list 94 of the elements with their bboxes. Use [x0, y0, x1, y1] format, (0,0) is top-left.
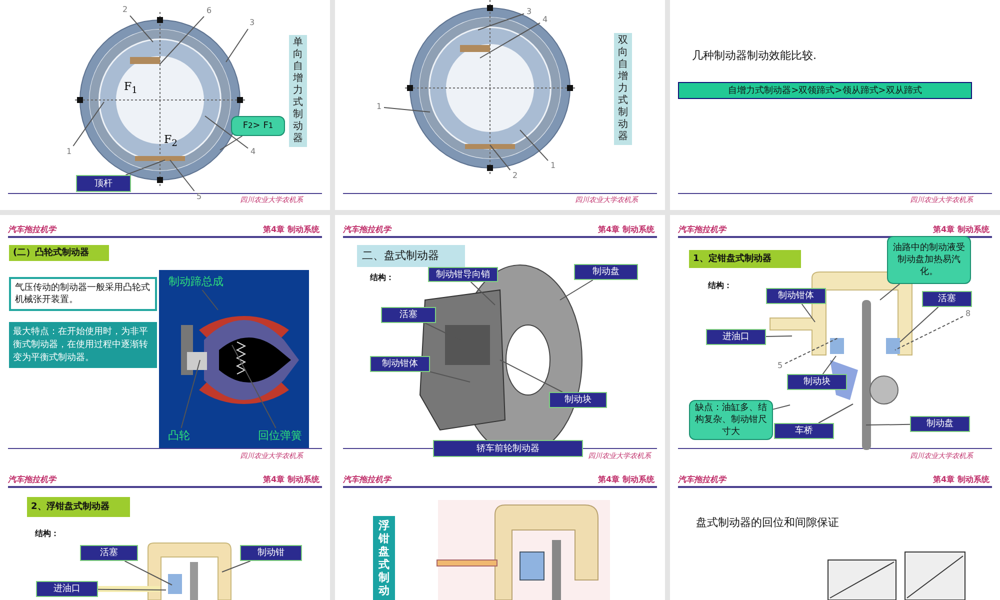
callout-number: 5: [775, 360, 785, 372]
slide-text: 几种制动器制动效能比较.: [692, 48, 816, 63]
part-label: 活塞: [80, 545, 138, 561]
callout-number: 6: [204, 5, 214, 17]
part-label: 制动钳体: [370, 356, 430, 372]
chapter-title: 第4章 制动系统: [263, 474, 320, 485]
structure-label: 结构：: [708, 280, 732, 291]
part-label: 制动钳: [240, 545, 302, 561]
leader-line: [72, 102, 104, 146]
section-heading: 1、定钳盘式制动器: [689, 250, 801, 268]
header-title: 汽车拖拉机学: [8, 224, 56, 235]
header-title: 汽车拖拉机学: [678, 224, 726, 235]
leader-line: [772, 404, 790, 410]
callout-number: 4: [540, 14, 550, 26]
leader-line: [170, 160, 195, 192]
callout-number: 3: [524, 6, 534, 18]
section-heading: (二）凸轮式制动器: [9, 245, 109, 261]
part-label: 进油口: [36, 581, 98, 597]
leader-line: [220, 136, 243, 150]
part-label: 制动蹄总成: [164, 274, 228, 290]
leader-line: [894, 316, 964, 350]
callout-number: 1: [548, 160, 558, 172]
leader-line: [490, 144, 511, 170]
leader-line: [384, 107, 430, 112]
callout-number: 4: [248, 146, 258, 158]
leader-line: [222, 560, 251, 572]
section-heading: 2、浮钳盘式制动器: [27, 497, 130, 517]
leader-line: [180, 360, 200, 428]
comparison-banner: 自增力式制动器>双领蹄式>领从蹄式>双从蹄式: [678, 82, 972, 99]
part-label: 制动钳体: [766, 288, 826, 304]
header-title: 汽车拖拉机学: [343, 474, 391, 485]
force-label: F$_{2}$: [164, 133, 178, 150]
picture-panel: [159, 270, 309, 448]
leader-line: [202, 290, 218, 310]
text-box: 最大特点：在开始使用时，为非平衡式制动器，在使用过程中逐渐转变为平衡式制动器。: [9, 322, 157, 368]
callout-number: 8: [963, 308, 973, 320]
vertical-title-band: 单向自增力式制动器: [289, 35, 307, 147]
leader-line: [204, 116, 248, 149]
leader-line: [124, 560, 172, 586]
part-label: 轿车前轮制动器: [433, 440, 583, 457]
callout-number: 3: [247, 17, 257, 29]
part-label: 车桥: [774, 423, 834, 439]
leader-line: [784, 338, 838, 364]
leader-line: [226, 28, 248, 62]
header-title: 汽车拖拉机学: [8, 474, 56, 485]
chapter-title: 第4章 制动系统: [933, 474, 990, 485]
leader-line: [866, 424, 910, 426]
structure-label: 结构：: [370, 272, 394, 283]
leader-line: [470, 282, 496, 306]
callout-number: 5: [194, 191, 204, 203]
vertical-title-band: 浮钳盘式制动: [373, 516, 395, 600]
header-title: 汽车拖拉机学: [343, 224, 391, 235]
chapter-title: 第4章 制动系统: [598, 224, 654, 235]
chapter-title: 第4章 制动系统: [933, 224, 990, 235]
vertical-title-band: 双向自增力式制动器: [614, 33, 632, 145]
leader-line: [478, 13, 524, 30]
leader-line: [880, 284, 900, 300]
part-label: 活塞: [922, 291, 972, 307]
leader-line: [801, 304, 816, 322]
leader-line: [125, 160, 166, 176]
leader-line: [430, 371, 470, 382]
chapter-title: 第4章 制动系统: [263, 224, 320, 235]
callout-number: 2: [510, 170, 520, 182]
slide-text: 盘式制动器的回位和间隙保证: [696, 515, 839, 530]
leader-line: [822, 356, 836, 374]
part-label: 活塞: [381, 307, 436, 323]
leader-line: [818, 404, 854, 424]
part-label: 回位弹簧: [254, 428, 306, 444]
part-label: 制动盘: [574, 264, 638, 280]
callout-bubble: 油路中的制动液受制动盘加热易汽化。: [887, 236, 971, 284]
leader-line: [98, 588, 166, 590]
part-label: 制动钳导向销: [428, 267, 498, 282]
callout-number: 1: [64, 146, 74, 158]
part-label: 顶杆: [76, 175, 131, 192]
leader-line: [500, 360, 563, 392]
leader-line: [232, 344, 276, 428]
leader-line: [560, 280, 594, 300]
part-label: 进油口: [706, 329, 766, 345]
callout-bubble: 缺点：油缸多、结构复杂、制动钳尺寸大: [689, 400, 773, 440]
part-label: 制动块: [549, 392, 607, 408]
callout-number: 2: [120, 4, 130, 16]
part-label: 制动块: [787, 374, 847, 390]
force-label: F$_{1}$: [124, 80, 138, 96]
chapter-title: 第4章 制动系统: [598, 474, 654, 485]
leader-line: [766, 336, 792, 337]
structure-label: 结构：: [35, 528, 59, 539]
leader-line: [900, 306, 939, 342]
part-label: 制动盘: [910, 416, 970, 432]
text-box: 气压传动的制动器一般采用凸轮式机械张开装置。: [9, 277, 157, 311]
part-label: 凸轮: [164, 428, 194, 444]
section-heading: 二、盘式制动器: [357, 245, 465, 267]
callout-number: 1: [374, 101, 384, 113]
header-title: 汽车拖拉机学: [678, 474, 726, 485]
leader-line: [480, 22, 540, 58]
